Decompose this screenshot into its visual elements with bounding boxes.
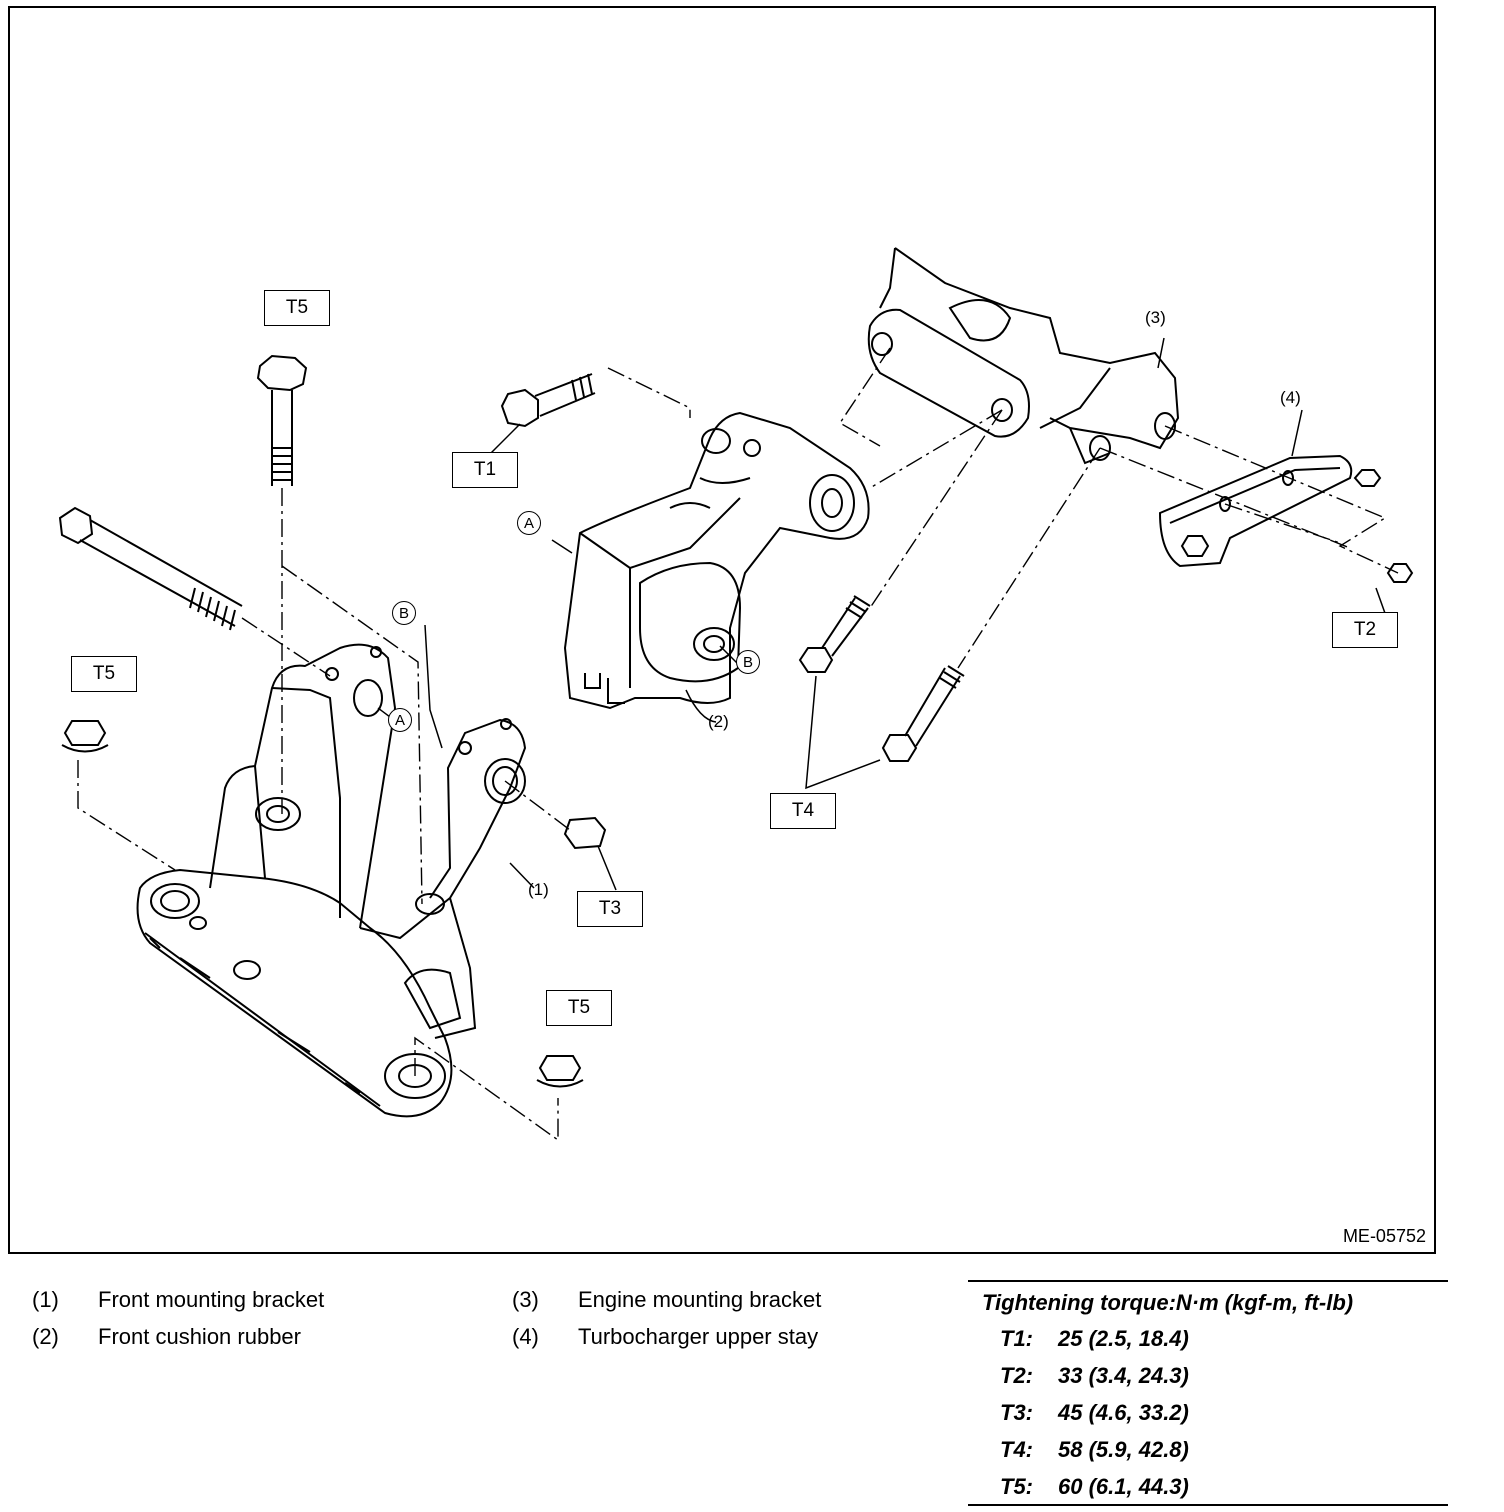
part-number-4: (4) (1280, 388, 1301, 407)
through-bolt (58, 506, 243, 631)
torque-key: T1: (1000, 1326, 1033, 1351)
callout-t2: T2 (1332, 612, 1398, 648)
torque-key: T3: (1000, 1400, 1033, 1425)
legend-label: Turbocharger upper stay (578, 1324, 819, 1349)
legend-number: (4) (512, 1324, 539, 1349)
torque-value: 58 (5.9, 42.8) (1058, 1437, 1189, 1462)
assembly-lines (77, 347, 1399, 1142)
reference-mark-b: B (736, 650, 760, 674)
torque-key: T5: (1000, 1474, 1033, 1499)
t5-top-bolt (256, 354, 308, 486)
part-number-1: (1) (528, 880, 549, 899)
legend-number: (3) (512, 1287, 539, 1312)
legend-number: (1) (32, 1287, 59, 1312)
callout-t3: T3 (577, 891, 643, 927)
torque-value: 25 (2.5, 18.4) (1058, 1326, 1189, 1351)
torque-key: T2: (1000, 1363, 1033, 1388)
diagram-frame: T5 T1 T5 T3 T5 T4 T2 (1) (2) (3) (4) A A… (8, 6, 1436, 1254)
exploded-view-drawing (58, 247, 1414, 1142)
front-cushion-rubber (563, 411, 870, 710)
torque-key: T4: (1000, 1437, 1033, 1462)
torque-row: T2: 33 (3.4, 24.3) (1000, 1363, 1189, 1389)
torque-value: 33 (3.4, 24.3) (1058, 1363, 1189, 1388)
torque-row: T1: 25 (2.5, 18.4) (1000, 1326, 1189, 1352)
part-number-2: (2) (708, 712, 729, 731)
torque-row: T4: 58 (5.9, 42.8) (1000, 1437, 1189, 1463)
engine-mounting-bracket (867, 247, 1180, 465)
callout-t5-left: T5 (71, 656, 137, 692)
torque-value: 45 (4.6, 33.2) (1058, 1400, 1189, 1425)
torque-heading: Tightening torque:N·m (kgf-m, ft-lb) (982, 1290, 1354, 1315)
reference-mark-b: B (392, 601, 416, 625)
torque-row: T3: 45 (4.6, 33.2) (1000, 1400, 1189, 1426)
torque-row: T5: 60 (6.1, 44.3) (1000, 1474, 1189, 1500)
nuts (61, 720, 607, 1088)
callout-t5-bottom: T5 (546, 990, 612, 1026)
legend-label: Front cushion rubber (98, 1324, 301, 1349)
callout-t5-top: T5 (264, 290, 330, 326)
torque-value: 60 (6.1, 44.3) (1058, 1474, 1189, 1499)
legend-label: Engine mounting bracket (578, 1287, 822, 1312)
callout-t4: T4 (770, 793, 836, 829)
callout-t1: T1 (452, 452, 518, 488)
legend-number: (2) (32, 1324, 59, 1349)
figure-id: ME-05752 (1342, 1226, 1426, 1246)
front-mounting-bracket (136, 643, 527, 1118)
t1-bolt (500, 373, 596, 428)
leader-lines (377, 337, 1387, 891)
part-number-3: (3) (1145, 308, 1166, 327)
torque-table: Tightening torque:N·m (kgf-m, ft-lb) T1:… (968, 1280, 1448, 1506)
t4-bolts (798, 563, 1414, 762)
reference-mark-a: A (517, 511, 541, 535)
reference-mark-a: A (388, 708, 412, 732)
legend-label: Front mounting bracket (98, 1287, 325, 1312)
turbocharger-upper-stay (1158, 454, 1382, 568)
